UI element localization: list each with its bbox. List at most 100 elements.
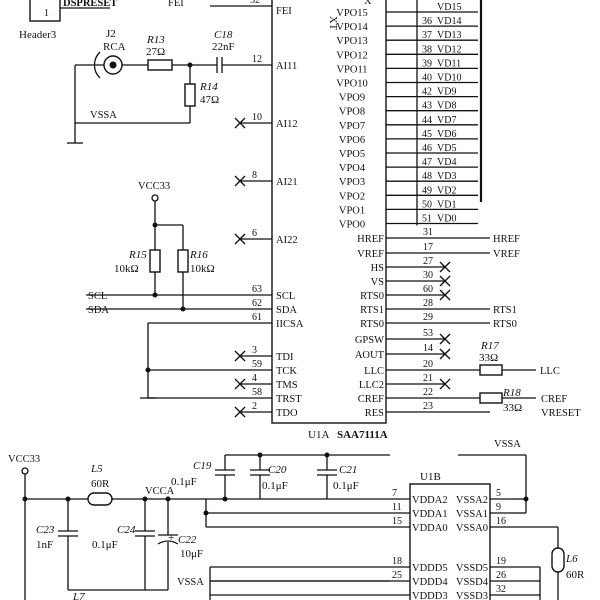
pin-signal: TDI [276, 352, 294, 363]
pin-number: 27 [423, 256, 433, 267]
pin-signal: VPO0 [339, 220, 365, 231]
vcc33-label-bottom: VCC33 [8, 454, 40, 465]
no-connect-mark [234, 350, 246, 362]
u1a-left-pins: 12AI1110AI128AI216AI2263SCL62SDA61IICSA3… [234, 54, 304, 419]
pin-signal: LLC [364, 366, 384, 377]
pin-signal: TDO [276, 408, 298, 419]
pin-number: 40 [422, 73, 432, 84]
r17-ref: R17 [480, 340, 499, 352]
no-connect-mark [234, 175, 246, 187]
net-label: RTS0 [493, 319, 517, 330]
u1a-partial-label-2: X [364, 0, 372, 7]
vssa-label-left: VSSA [177, 577, 204, 588]
pin-number: 45 [422, 129, 432, 140]
l6-value: 60R [566, 569, 585, 581]
pin-number: 20 [423, 359, 433, 370]
pin-signal: AI22 [276, 235, 298, 246]
pin-signal: VSSA0 [456, 523, 488, 534]
resistor-r14: R14 47Ω [184, 81, 219, 107]
no-connect-mark [439, 333, 451, 345]
pin-signal: VPO13 [336, 36, 368, 47]
resistor-r18: R18 33Ω [479, 387, 522, 414]
c18-ref: C18 [214, 29, 233, 41]
pin-signal: VPO4 [339, 163, 366, 174]
pin-signal: VSSD3 [456, 591, 488, 600]
pin-signal: TMS [276, 380, 298, 391]
vssa-label-top: VSSA [90, 110, 117, 121]
pin-number: 53 [423, 328, 433, 339]
net-label: VD1 [437, 199, 456, 210]
u1a-pin-fei: FEI 32 FEI [168, 0, 292, 17]
pin-number: 22 [423, 387, 433, 398]
r16-value: 10kΩ [190, 263, 215, 275]
c24-value: 0.1μF [92, 539, 118, 551]
pin-number: 42 [422, 87, 432, 98]
pin-number: 5 [496, 488, 501, 499]
c19-value: 0.1μF [171, 476, 197, 488]
pin-number: 12 [252, 54, 262, 65]
pin-number: 30 [423, 270, 433, 281]
net-label: RTS1 [493, 305, 517, 316]
pin-number: 46 [422, 143, 432, 154]
no-connect-mark [439, 289, 451, 301]
pin-signal: TRST [276, 394, 302, 405]
pin-number: 62 [252, 298, 262, 309]
pin-number: 11 [392, 502, 402, 513]
pin-signal: AI11 [276, 61, 297, 72]
pin-signal: VPO10 [336, 79, 368, 90]
u1a-part: SAA7111A [337, 429, 388, 441]
pin-signal: AI21 [276, 177, 298, 188]
l7-ref: L7 [72, 591, 85, 600]
pin-signal: TCK [276, 366, 297, 377]
net-label: VD4 [437, 157, 456, 168]
header3-connector: 1 DSPRESET Header3 [19, 0, 117, 41]
net-label: VD11 [437, 58, 461, 69]
net-label: VD6 [437, 129, 456, 140]
u1a-ref: U1A [308, 429, 329, 441]
header3-pin1: 1 [44, 8, 49, 19]
c20-ref: C20 [268, 464, 287, 476]
pin-number: 43 [422, 101, 432, 112]
r16-ref: R16 [189, 249, 208, 261]
pin-number: 61 [252, 312, 262, 323]
pin-signal: VDDA2 [412, 495, 448, 506]
pin-signal: VDDD3 [412, 591, 448, 600]
vcc33-rail-top: VCC33 [138, 181, 184, 250]
pin-signal: VPO1 [339, 205, 365, 216]
net-label: VD5 [437, 143, 456, 154]
fei-net-label: FEI [168, 0, 184, 9]
u1a-right-pins: HREF31HREFVREF17VREFHS27VS30RTS060RTS128… [355, 227, 581, 419]
pin-signal: VPO8 [339, 107, 365, 118]
capacitor-c20: C20 0.1μF [250, 464, 288, 492]
c24-ref: C24 [117, 524, 136, 536]
net-label: VD10 [437, 73, 461, 84]
c20-value: 0.1μF [262, 480, 288, 492]
c21-ref: C21 [339, 464, 357, 476]
fei-pin-number: 32 [250, 0, 260, 6]
rca-jack-j2: J2 RCA [74, 28, 126, 143]
pin-number: 58 [252, 387, 262, 398]
pin-number: 39 [422, 58, 432, 69]
pin-number: 6 [252, 228, 257, 239]
net-label: CREF [541, 394, 567, 405]
pin-number: 3 [252, 345, 257, 356]
r17-value: 33Ω [479, 352, 498, 364]
u1a-chip: U1A SAA7111A XT X [271, 0, 388, 441]
net-label: VD13 [437, 30, 461, 41]
pin-signal: VPO7 [339, 121, 365, 132]
no-connect-mark [439, 348, 451, 360]
c19-ref: C19 [193, 460, 212, 472]
net-label: VRESET [541, 408, 581, 419]
pin-number: 7 [392, 488, 397, 499]
pin-number: 44 [422, 115, 432, 126]
